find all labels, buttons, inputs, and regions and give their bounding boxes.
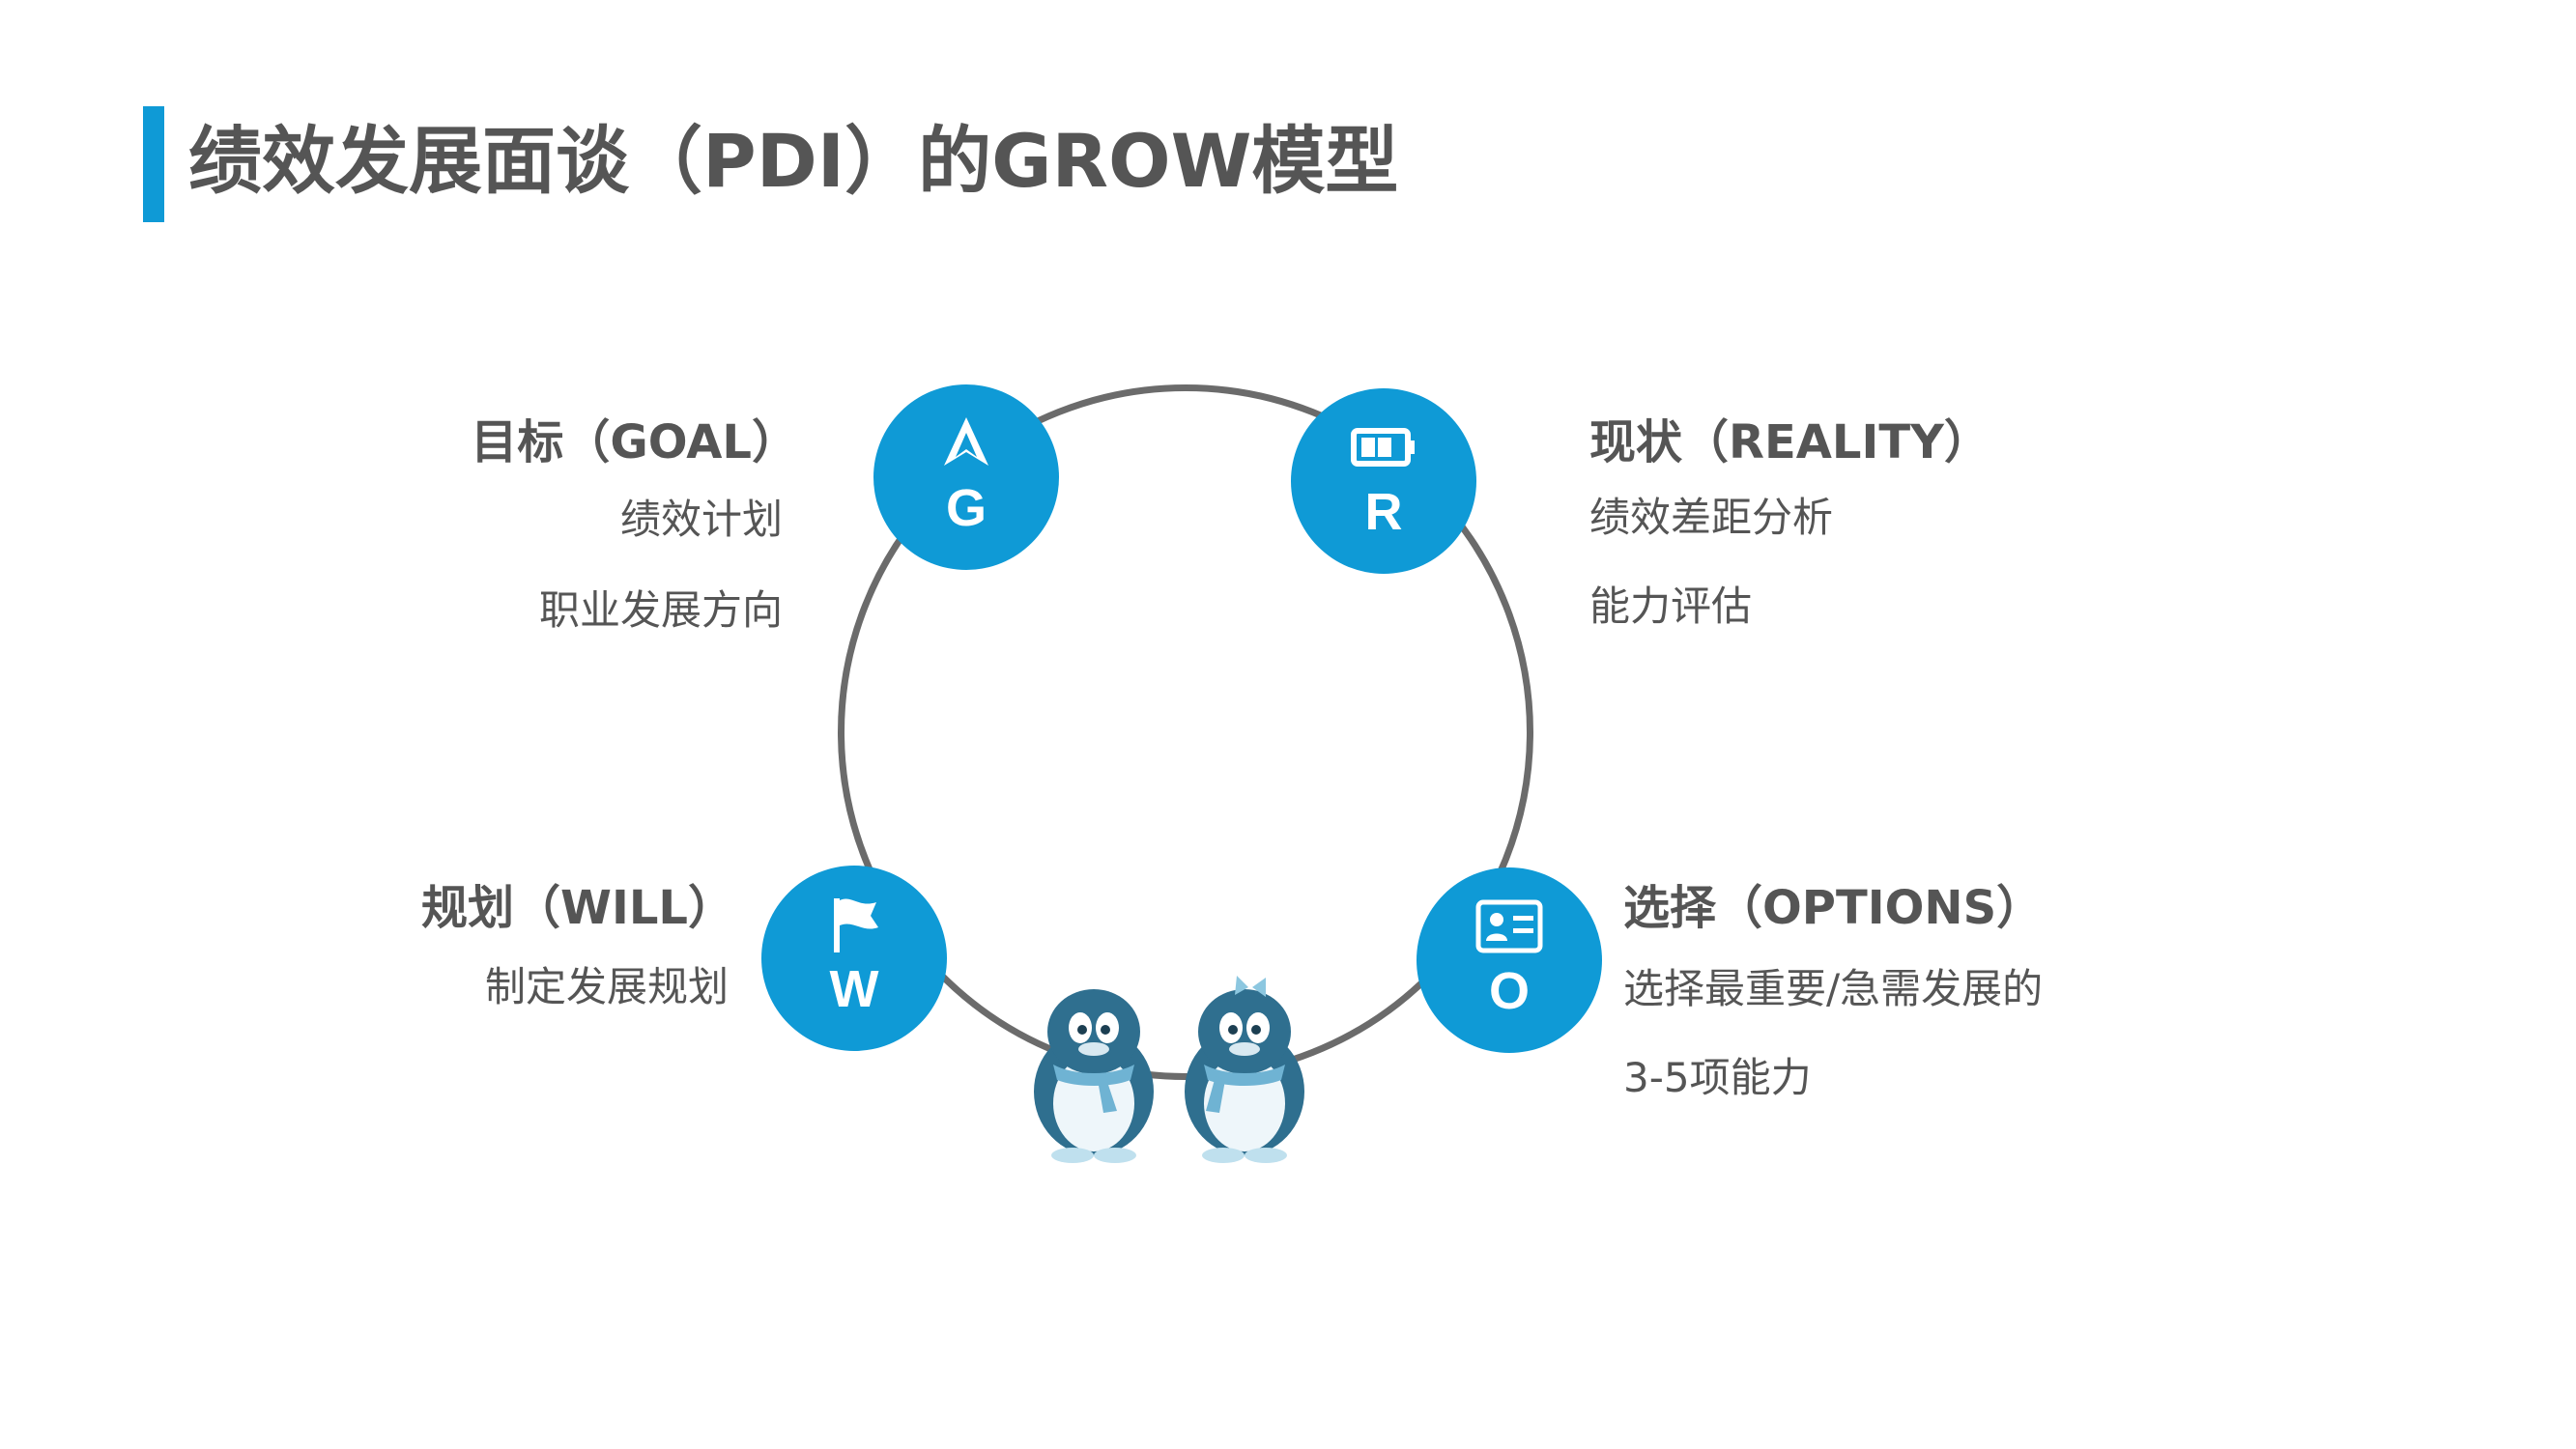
will-line-1: 制定发展规划 bbox=[484, 963, 729, 1010]
goal-title: 目标（GOAL） bbox=[471, 415, 798, 469]
will-title: 规划（WILL） bbox=[421, 881, 734, 935]
reality-letter: R bbox=[1364, 483, 1403, 541]
goal-letter: G bbox=[945, 479, 987, 537]
page-title: 绩效发展面谈（PDI）的GROW模型 bbox=[188, 118, 1399, 204]
goal-line-1: 绩效计划 bbox=[619, 496, 783, 543]
reality-line-1: 绩效差距分析 bbox=[1589, 494, 1834, 541]
goal-node: G bbox=[873, 384, 1059, 570]
reality-node: R bbox=[1291, 388, 1476, 574]
reality-line-2: 能力评估 bbox=[1589, 582, 1753, 630]
reality-title: 现状（REALITY） bbox=[1589, 415, 1990, 469]
will-node: W bbox=[761, 866, 947, 1051]
penguin-couple-icon bbox=[1034, 976, 1304, 1163]
battery-icon bbox=[1351, 428, 1415, 467]
title-accent-bar bbox=[143, 106, 164, 222]
grow-cycle-ring bbox=[838, 384, 1533, 1080]
options-line-2: 3-5项能力 bbox=[1623, 1054, 1812, 1101]
options-letter: O bbox=[1488, 962, 1530, 1020]
penguin-right bbox=[1185, 976, 1304, 1163]
goal-line-2: 职业发展方向 bbox=[538, 586, 783, 634]
navigation-arrow-icon bbox=[944, 417, 988, 466]
options-line-1: 选择最重要/急需发展的 bbox=[1623, 965, 2044, 1012]
flag-icon bbox=[834, 898, 878, 952]
options-node: O bbox=[1417, 867, 1602, 1053]
id-card-icon bbox=[1475, 899, 1543, 953]
options-title: 选择（OPTIONS） bbox=[1623, 881, 2044, 935]
will-letter: W bbox=[829, 960, 879, 1018]
penguin-left bbox=[1034, 989, 1154, 1163]
